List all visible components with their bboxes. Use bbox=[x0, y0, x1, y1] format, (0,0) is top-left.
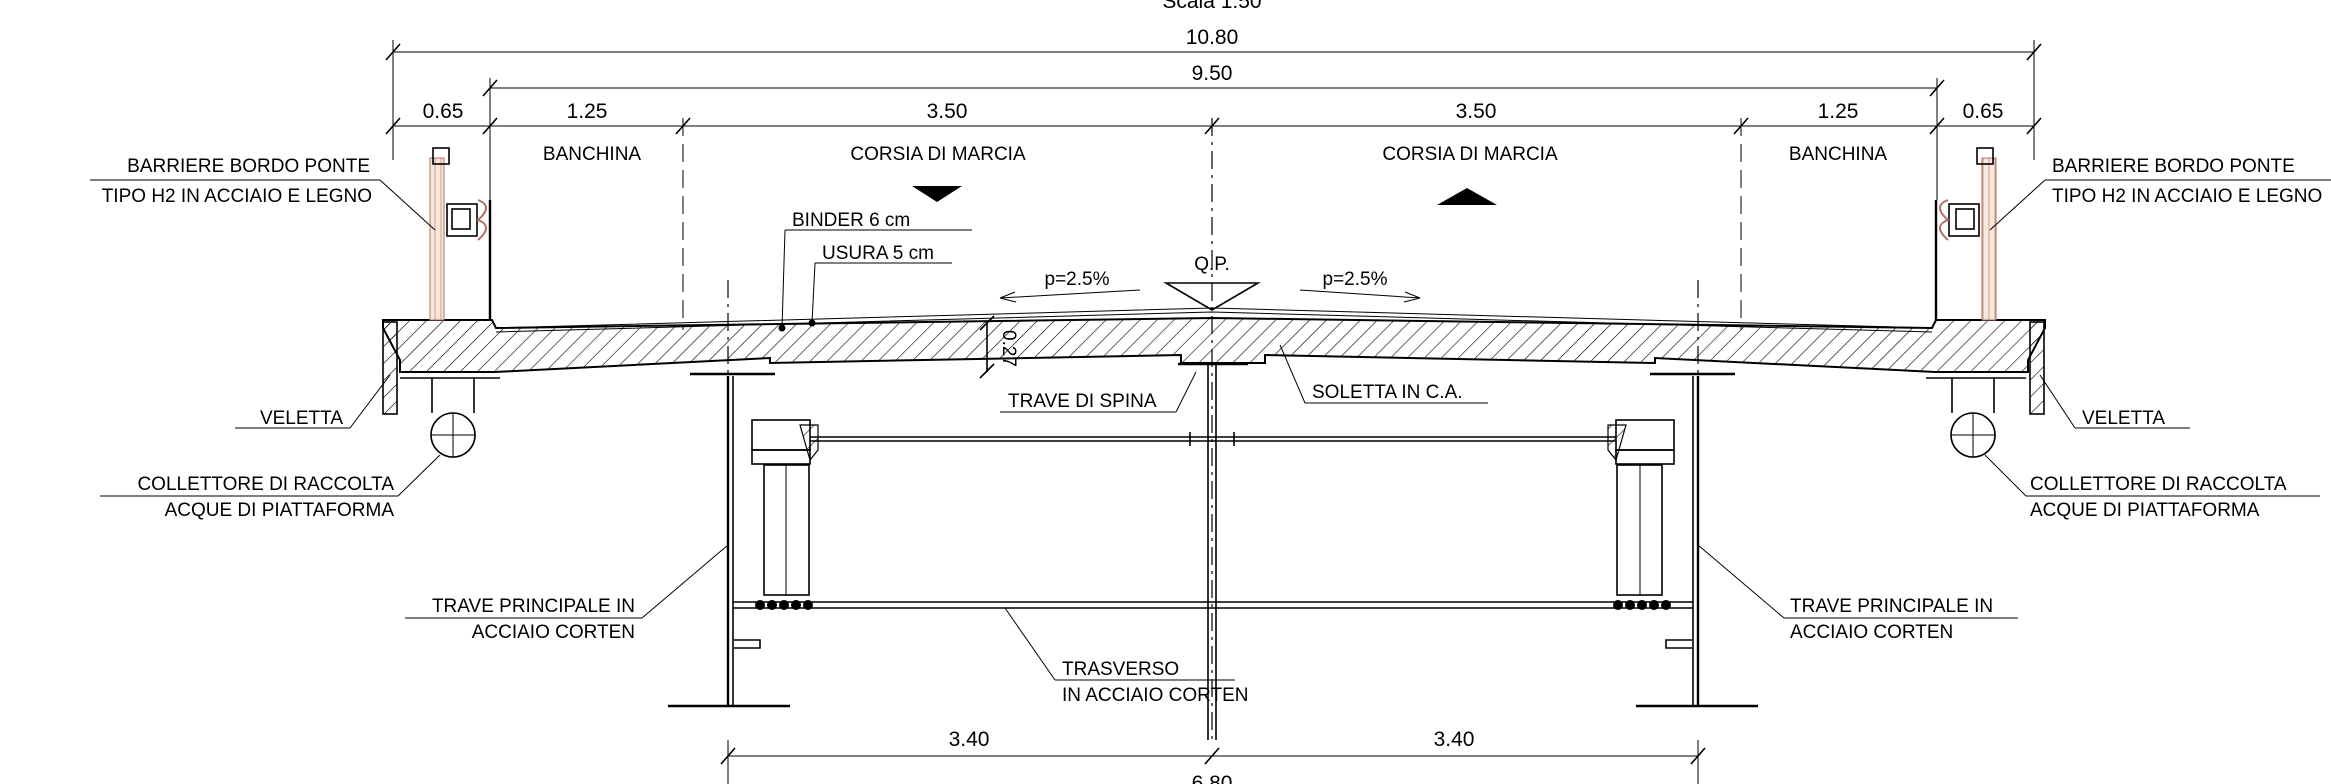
dim-lane-right: 3.50 bbox=[1456, 100, 1497, 123]
dim-edge-left: 0.65 bbox=[423, 100, 464, 123]
label-qp: Q.P. bbox=[1194, 254, 1230, 275]
dim-beam-spacing-left: 3.40 bbox=[949, 728, 990, 751]
cross-beam bbox=[733, 600, 1693, 610]
collector-pipe-left-icon bbox=[430, 378, 476, 458]
label-collector-left-1: COLLETTORE DI RACCOLTA bbox=[137, 474, 394, 495]
dim-shoulder-left: 1.25 bbox=[567, 100, 608, 123]
label-usura: USURA 5 cm bbox=[822, 243, 934, 264]
deck-slab bbox=[382, 307, 2046, 415]
label-spine-beam: TRAVE DI SPINA bbox=[1008, 391, 1157, 412]
label-veletta-right: VELETTA bbox=[2082, 408, 2165, 429]
label-main-beam-right-2: ACCIAIO CORTEN bbox=[1790, 622, 1953, 643]
label-barrier-left-2: TIPO H2 IN ACCIAIO E LEGNO bbox=[102, 186, 372, 207]
direction-down-arrow-icon bbox=[912, 186, 962, 202]
label-collector-right-1: COLLETTORE DI RACCOLTA bbox=[2030, 474, 2287, 495]
dim-edge-right: 0.65 bbox=[1963, 100, 2004, 123]
label-main-beam-left-1: TRAVE PRINCIPALE IN bbox=[432, 596, 635, 617]
upper-bracing bbox=[810, 432, 1616, 446]
dim-shoulder-right: 1.25 bbox=[1818, 100, 1859, 123]
dim-total-width: 10.80 bbox=[1186, 26, 1239, 49]
barrier-right bbox=[1934, 147, 1997, 321]
label-cross-beam-1: TRASVERSO bbox=[1062, 659, 1179, 680]
label-slab: SOLETTA IN C.A. bbox=[1312, 382, 1463, 403]
qp-marker-icon bbox=[1163, 282, 1261, 311]
label-lane-right: CORSIA DI MARCIA bbox=[1382, 144, 1558, 165]
barrier-left bbox=[429, 147, 492, 321]
label-barrier-right-2: TIPO H2 IN ACCIAIO E LEGNO bbox=[2052, 186, 2322, 207]
direction-up-arrow-icon bbox=[1437, 188, 1497, 205]
label-main-beam-left-2: ACCIAIO CORTEN bbox=[472, 622, 635, 643]
main-beam-right bbox=[1607, 376, 1758, 708]
label-collector-right-2: ACQUE DI PIATTAFORMA bbox=[2030, 500, 2260, 521]
drawing-title: Scala 1:50 bbox=[1162, 0, 1261, 13]
spine-beam bbox=[1207, 364, 1217, 740]
label-slope-right: p=2.5% bbox=[1323, 269, 1388, 290]
dim-beam-spacing-right: 3.40 bbox=[1434, 728, 1475, 751]
dim-beam-total: 6.80 bbox=[1192, 772, 1233, 784]
dim-lane-left: 3.50 bbox=[927, 100, 968, 123]
collector-pipe-right-icon bbox=[1950, 378, 1996, 458]
label-binder: BINDER 6 cm bbox=[792, 210, 910, 231]
veletta-left-panel bbox=[382, 321, 398, 415]
dimension-lines: 10.80 9.50 0.65 1.25 3.50 3.50 1.25 0.65… bbox=[385, 26, 2042, 784]
label-shoulder-right: BANCHINA bbox=[1789, 144, 1888, 165]
label-shoulder-left: BANCHINA bbox=[543, 144, 642, 165]
main-beam-left bbox=[668, 376, 819, 708]
label-veletta-left: VELETTA bbox=[260, 408, 343, 429]
label-slope-left: p=2.5% bbox=[1045, 269, 1110, 290]
label-cross-beam-2: IN ACCIAIO CORTEN bbox=[1062, 685, 1249, 706]
label-barrier-right-1: BARRIERE BORDO PONTE bbox=[2052, 156, 2295, 177]
dim-slab-thickness: 0.27 bbox=[998, 330, 1019, 367]
label-barrier-left-1: BARRIERE BORDO PONTE bbox=[127, 156, 370, 177]
dim-carriageway: 9.50 bbox=[1192, 62, 1233, 85]
label-lane-left: CORSIA DI MARCIA bbox=[850, 144, 1026, 165]
label-main-beam-right-1: TRAVE PRINCIPALE IN bbox=[1790, 596, 1993, 617]
veletta-right-panel bbox=[2029, 321, 2045, 415]
label-collector-left-2: ACQUE DI PIATTAFORMA bbox=[165, 500, 395, 521]
